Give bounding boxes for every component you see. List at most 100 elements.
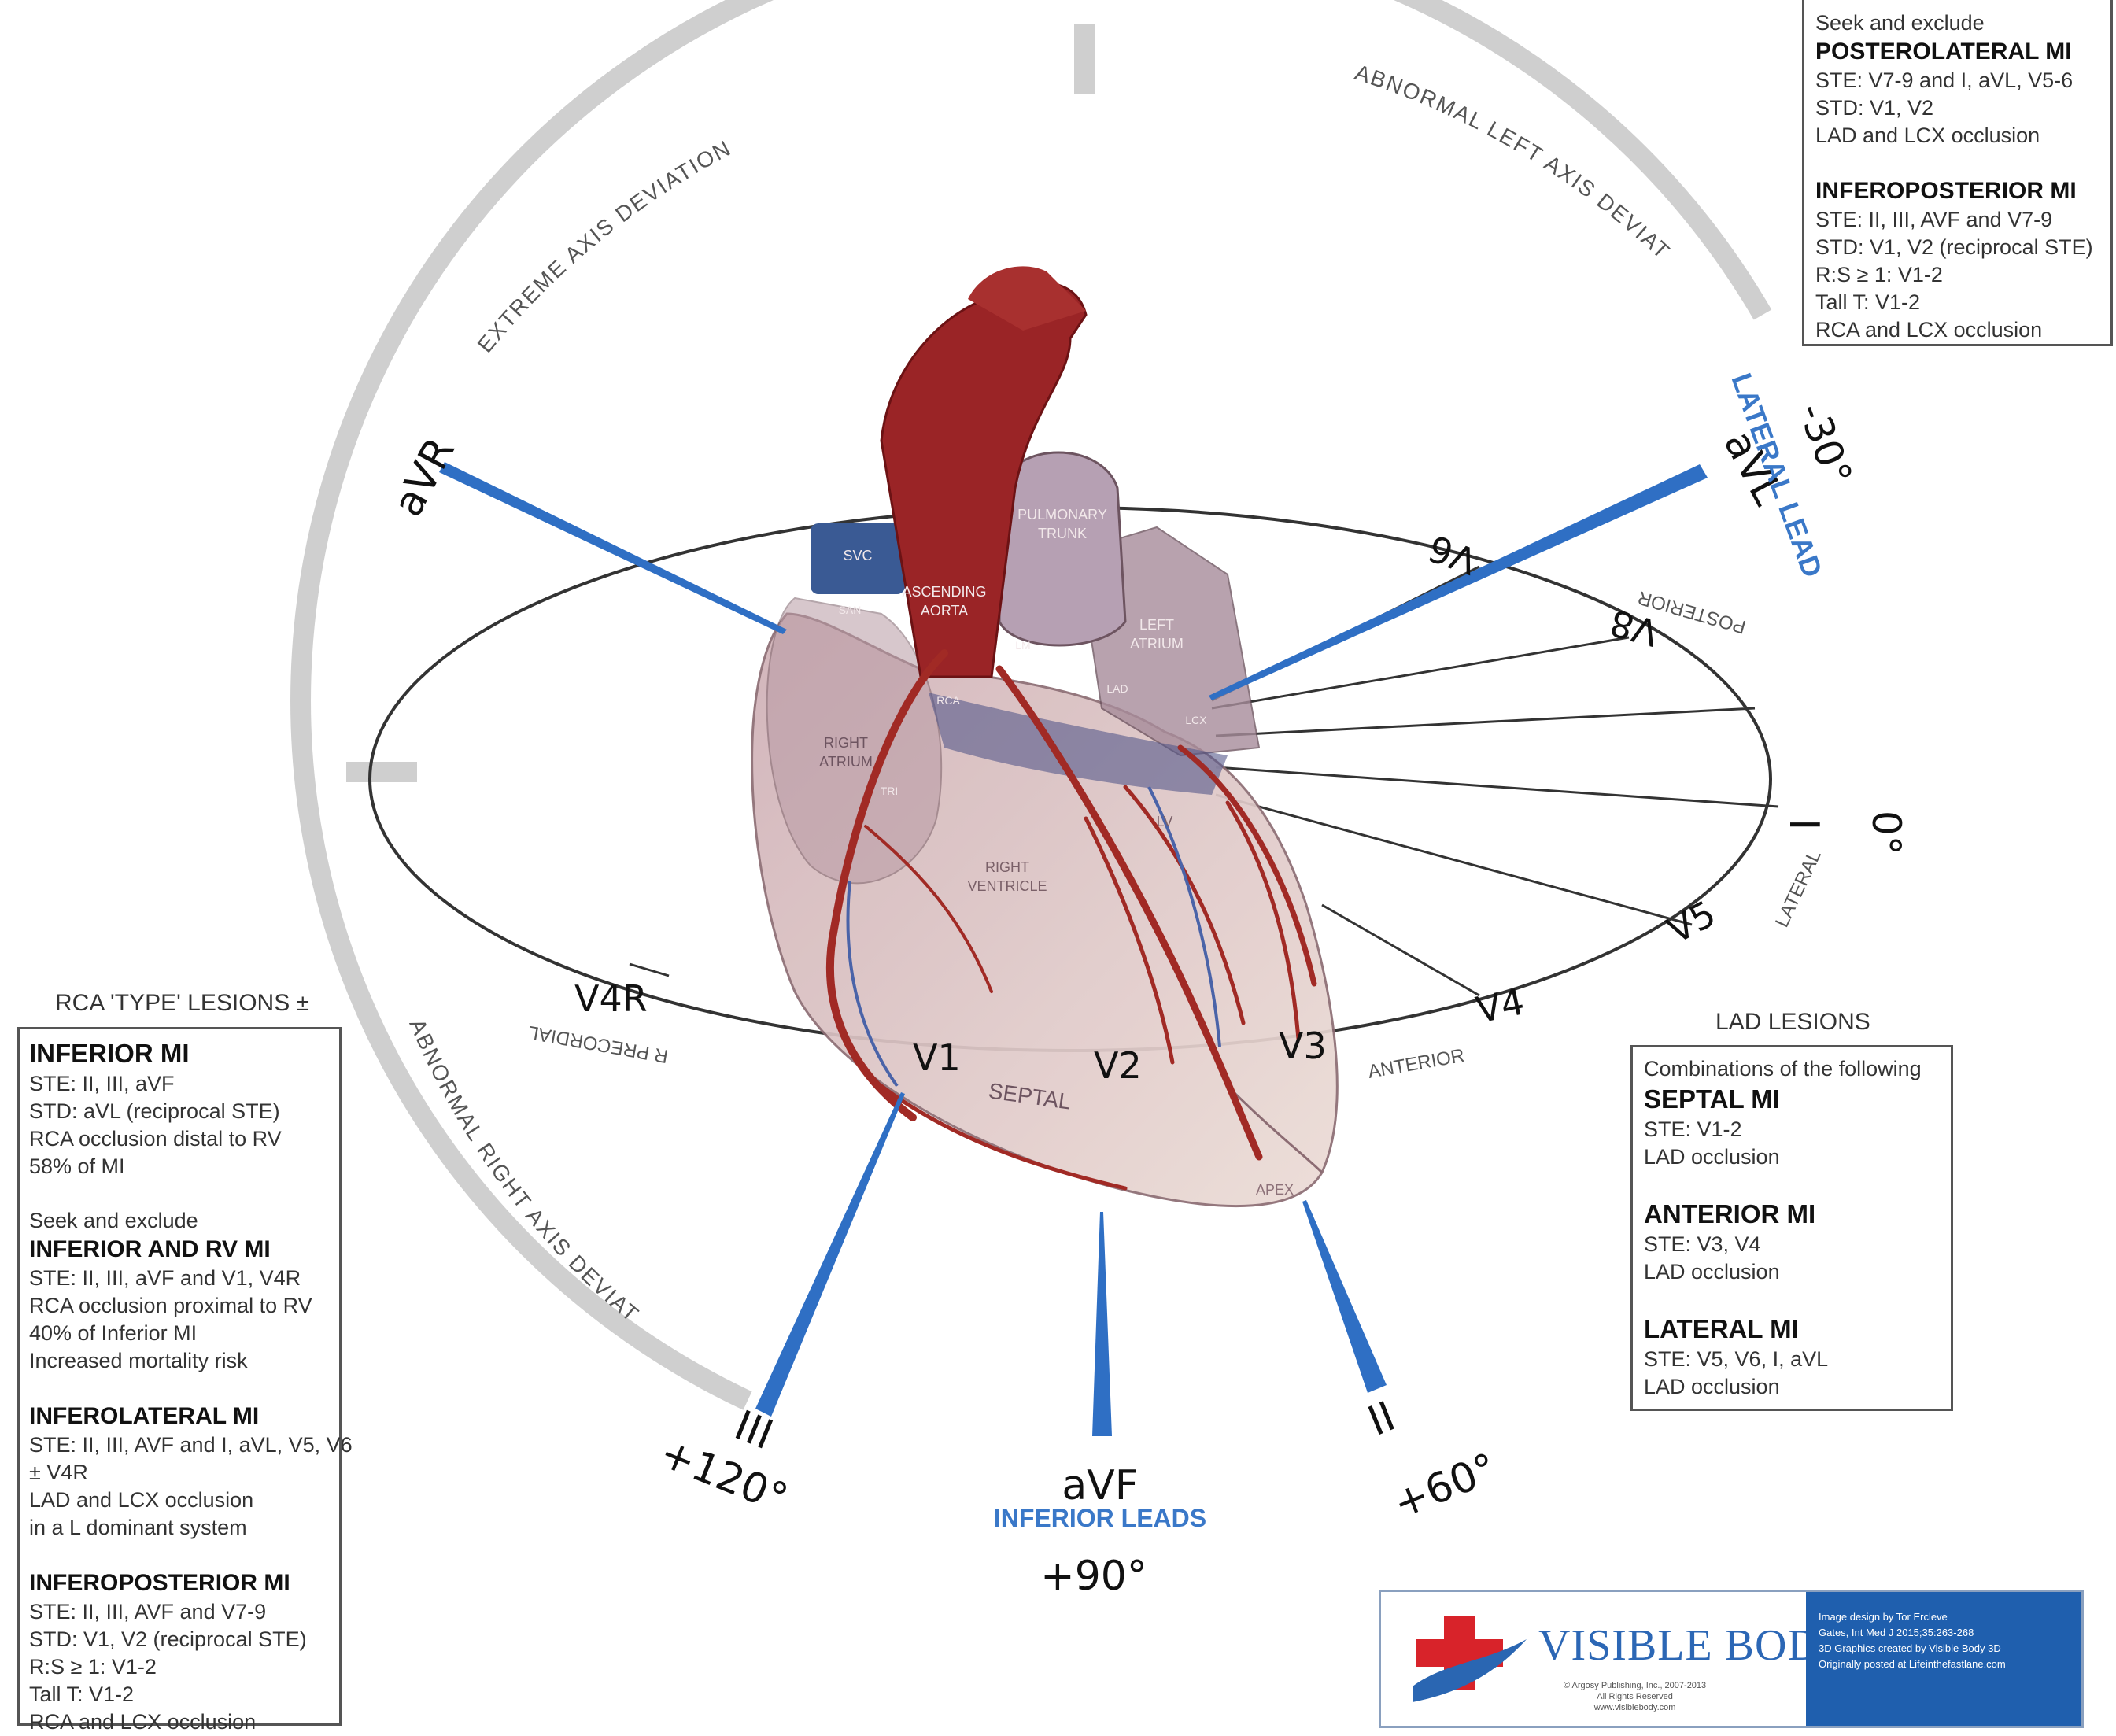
- lead-v3-label: V3: [1279, 1025, 1327, 1067]
- ii-ray: [1302, 1200, 1387, 1393]
- lad-info-line: STE: V1-2: [1644, 1116, 1940, 1143]
- avl-ray: [1209, 464, 1708, 700]
- rca-info-line: Tall T: V1-2: [29, 1681, 330, 1708]
- deg-zero: 0°: [1863, 811, 1909, 855]
- lv-label: LV: [1157, 814, 1173, 829]
- rca-info-spacer: [29, 1375, 330, 1402]
- rca-info-line: R:S ≥ 1: V1-2: [29, 1653, 330, 1681]
- rca-info-line: Seek and exclude: [29, 1207, 330, 1235]
- lad-lesions-box: Combinations of the followingSEPTAL MIST…: [1630, 1045, 1953, 1411]
- posterolateral-info-line: RCA and LCX occlusion: [1815, 316, 2099, 344]
- posterolateral-info-line: STD: V1, V2: [1815, 94, 2099, 122]
- lad-info-spacer: [1644, 1286, 1940, 1313]
- lead-avf-label: aVF: [1062, 1462, 1138, 1509]
- lad-info-heading: ANTERIOR MI: [1644, 1198, 1940, 1231]
- rca-info-line: RCA and LCX occlusion: [29, 1708, 330, 1736]
- deg-minus30: -30°: [1789, 397, 1861, 491]
- credit-line-3: 3D Graphics created by Visible Body 3D: [1819, 1641, 2069, 1657]
- rca-info-heading: INFERIOR MI: [29, 1037, 330, 1070]
- lad-info-line: Combinations of the following: [1644, 1055, 1940, 1083]
- rca-info-heading: INFERIOR AND RV MI: [29, 1235, 330, 1265]
- deg-plus60: +60°: [1387, 1445, 1503, 1528]
- brand-copyright: © Argosy Publishing, Inc., 2007-2013 All…: [1564, 1680, 1706, 1713]
- spoke-v4: [1322, 905, 1479, 995]
- deg-plus120: +120°: [653, 1429, 794, 1523]
- posterolateral-info-line: STE: II, III, AVF and V7-9: [1815, 206, 2099, 234]
- lad-info-line: LAD occlusion: [1644, 1143, 1940, 1171]
- rca-info-line: 40% of Inferior MI: [29, 1320, 330, 1347]
- san-label: SAN: [839, 604, 862, 616]
- rca-info-line: STE: II, III, aVF: [29, 1070, 330, 1098]
- brand-copyright-2: All Rights Reserved: [1564, 1691, 1706, 1702]
- ring-tick-top: [1074, 24, 1095, 94]
- credit-line-2: Gates, Int Med J 2015;35:263-268: [1819, 1625, 2069, 1641]
- avr-ray: [439, 462, 787, 634]
- deg-plus90: +90°: [1040, 1553, 1147, 1600]
- lad-info-line: LAD occlusion: [1644, 1258, 1940, 1286]
- lad-label: LAD: [1106, 682, 1128, 695]
- right-atrium-label-1: RIGHT: [824, 735, 868, 751]
- rca-info-line: STE: II, III, aVF and V1, V4R: [29, 1265, 330, 1292]
- rca-info-line: STE: II, III, AVF and I, aVL, V5, V6: [29, 1431, 330, 1459]
- rca-box-title: RCA 'TYPE' LESIONS ±: [55, 990, 309, 1017]
- posterolateral-info-line: R:S ≥ 1: V1-2: [1815, 261, 2099, 289]
- lead-v2-label: V2: [1094, 1044, 1142, 1087]
- posterolateral-info-heading: POSTEROLATERAL MI: [1815, 37, 2099, 67]
- rca-info-line: ± V4R: [29, 1459, 330, 1487]
- pulmonary-trunk-shape: [999, 452, 1125, 645]
- spoke-v7: [1216, 708, 1755, 736]
- spoke-i: [1216, 767, 1778, 807]
- inferior-leads-label: INFERIOR LEADS: [994, 1504, 1206, 1532]
- r-precordial-group-label: R PRECORDIAL: [526, 1021, 670, 1067]
- aorta-label-1: ASCENDING: [902, 584, 986, 600]
- lad-info-heading: SEPTAL MI: [1644, 1083, 1940, 1116]
- cross-logo-icon: [1397, 1592, 1538, 1726]
- lead-i-label: I: [1780, 818, 1827, 830]
- credit-line-1: Image design by Tor Ercleve: [1819, 1609, 2069, 1625]
- rca-info-line: STD: V1, V2 (reciprocal STE): [29, 1626, 330, 1653]
- svc-label: SVC: [843, 548, 872, 563]
- tri-label: TRI: [881, 785, 899, 797]
- logo-brand-area: VISIBLE BODY © Argosy Publishing, Inc., …: [1381, 1592, 1806, 1726]
- iii-ray: [755, 1092, 905, 1417]
- spoke-v4r: [630, 964, 669, 976]
- posterolateral-info-spacer: [1815, 150, 2099, 176]
- rca-info-line: STD: aVL (reciprocal STE): [29, 1098, 330, 1125]
- right-ventricle-label-2: VENTRICLE: [967, 878, 1047, 894]
- lead-ii-label: II: [1361, 1393, 1401, 1446]
- posterolateral-info-box: Seek and excludePOSTEROLATERAL MISTE: V7…: [1802, 0, 2113, 346]
- rca-info-heading: INFEROPOSTERIOR MI: [29, 1568, 330, 1598]
- posterolateral-info-line: Seek and exclude: [1815, 9, 2099, 37]
- rca-info-line: 58% of MI: [29, 1153, 330, 1180]
- rca-info-line: RCA occlusion proximal to RV: [29, 1292, 330, 1320]
- rca-info-spacer: [29, 1542, 330, 1568]
- rca-info-line: RCA occlusion distal to RV: [29, 1125, 330, 1153]
- avf-ray: [1092, 1212, 1112, 1436]
- lead-v1-label: V1: [913, 1036, 961, 1079]
- posterolateral-info-heading: INFEROPOSTERIOR MI: [1815, 176, 2099, 206]
- brand-copyright-1: © Argosy Publishing, Inc., 2007-2013: [1564, 1680, 1706, 1691]
- posterolateral-info-line: STE: V7-9 and I, aVL, V5-6: [1815, 67, 2099, 94]
- apex-label: APEX: [1256, 1182, 1294, 1198]
- aorta-label-2: AORTA: [921, 603, 968, 619]
- right-atrium-label-2: ATRIUM: [819, 754, 873, 770]
- rca-info-line: LAD and LCX occlusion: [29, 1487, 330, 1514]
- anterior-group-label: ANTERIOR: [1366, 1045, 1466, 1083]
- lad-info-line: LAD occlusion: [1644, 1373, 1940, 1401]
- left-atrium-label-2: ATRIUM: [1130, 636, 1184, 652]
- credit-line-4: Originally posted at Lifeinthefastlane.c…: [1819, 1657, 2069, 1672]
- pulmonary-label-1: PULMONARY: [1017, 507, 1107, 523]
- rca-info-spacer: [29, 1180, 330, 1207]
- logo-credits: Image design by Tor Ercleve Gates, Int M…: [1806, 1592, 2081, 1726]
- right-ventricle-label-1: RIGHT: [985, 859, 1029, 875]
- lead-v5-label: V5: [1660, 892, 1723, 952]
- lad-info-line: STE: V5, V6, I, aVL: [1644, 1346, 1940, 1373]
- lad-info-heading: LATERAL MI: [1644, 1313, 1940, 1346]
- lad-info-spacer: [1644, 1171, 1940, 1198]
- rca-info-line: STE: II, III, AVF and V7-9: [29, 1598, 330, 1626]
- brand-copyright-3: www.visiblebody.com: [1564, 1702, 1706, 1713]
